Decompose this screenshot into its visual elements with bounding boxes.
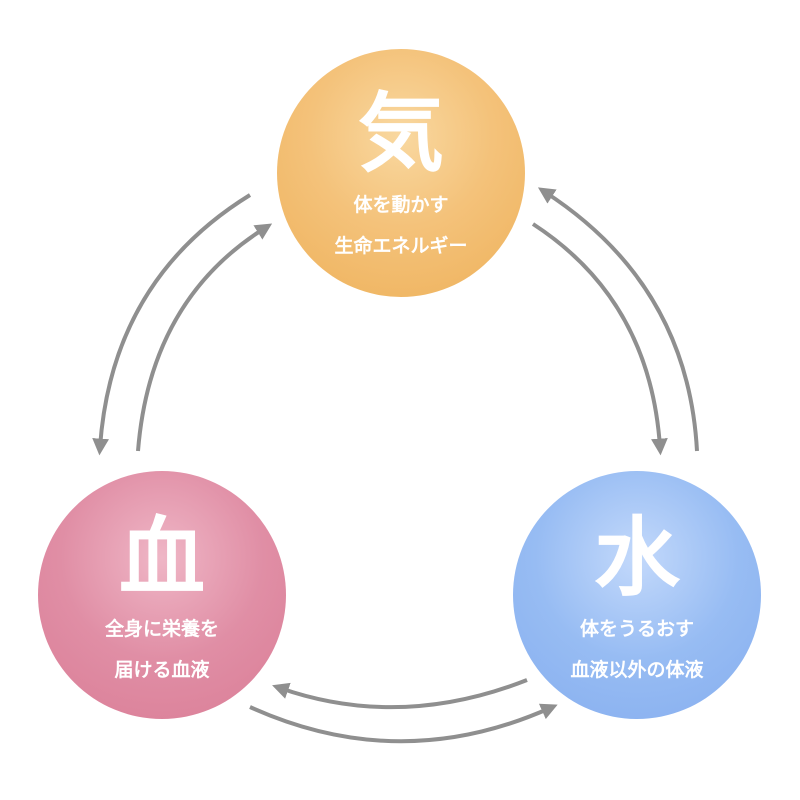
ki-character: 気 xyxy=(358,84,444,184)
ki-description-line1: 体を動かす xyxy=(353,194,449,216)
ketsu-circle: 血 全身に栄養を 届ける血液 xyxy=(38,471,286,719)
arrow-ki-to-sui xyxy=(531,222,668,456)
ketsu-character: 血 xyxy=(119,508,205,608)
sui-circle: 水 体をうるおす 血液以外の体液 xyxy=(513,471,761,719)
ki-circle: 気 体を動かす 生命エネルギー xyxy=(277,49,525,297)
arrow-sui-to-ki xyxy=(537,187,699,452)
arrow-ketsu-to-ki xyxy=(136,223,273,452)
sui-character: 水 xyxy=(594,508,680,608)
ketsu-description-line2: 届ける血液 xyxy=(114,659,210,681)
ki-description-line2: 生命エネルギー xyxy=(334,235,468,257)
arrow-ki-to-ketsu xyxy=(92,193,252,456)
sui-description-line1: 体をうるおす xyxy=(579,618,694,640)
arrow-sui-to-ketsu xyxy=(272,678,528,710)
sui-description-line2: 血液以外の体液 xyxy=(570,659,704,681)
arrow-ketsu-to-sui xyxy=(249,703,558,744)
ketsu-description-line1: 全身に栄養を xyxy=(104,618,219,640)
